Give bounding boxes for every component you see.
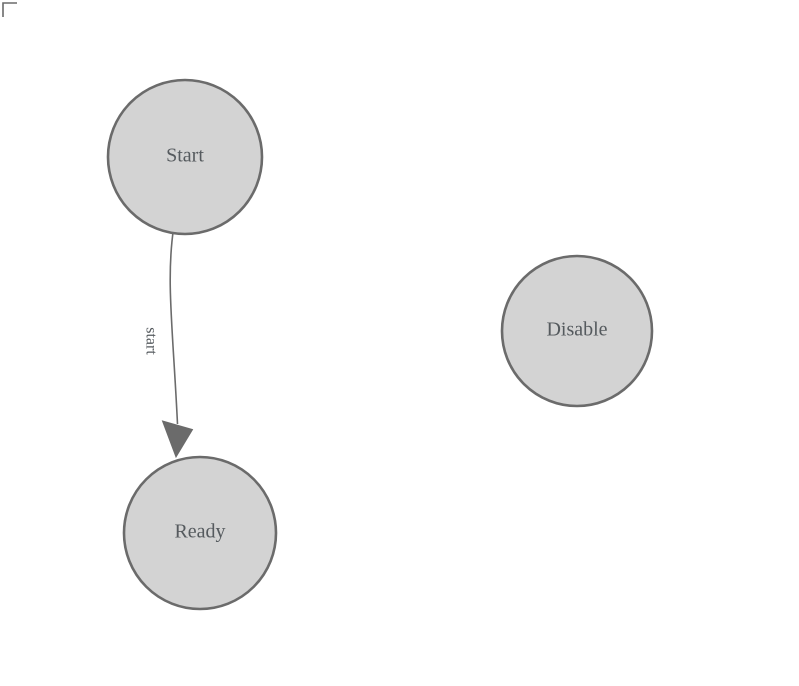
node-disable-shape[interactable] bbox=[500, 254, 654, 408]
edge-start-to-ready[interactable]: start bbox=[142, 228, 194, 459]
node-disable[interactable]: Disable bbox=[500, 254, 654, 408]
node-start[interactable]: Start bbox=[106, 78, 264, 236]
edge-label-start: start bbox=[142, 327, 159, 355]
node-ready-shape[interactable] bbox=[122, 455, 278, 611]
node-start-shape[interactable] bbox=[106, 78, 264, 236]
edge-line bbox=[169, 228, 179, 425]
arrowhead-icon bbox=[161, 420, 194, 459]
top-left-corner-bracket-icon bbox=[2, 2, 17, 17]
node-ready[interactable]: Ready bbox=[122, 455, 278, 611]
